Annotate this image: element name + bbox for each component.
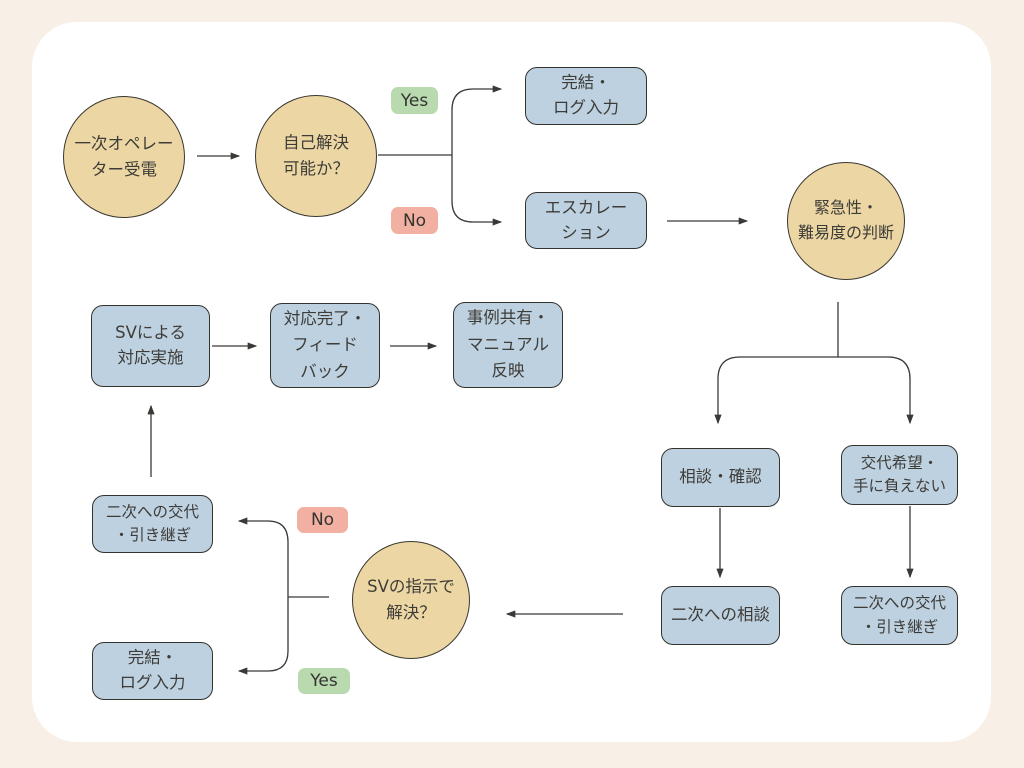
node-self-solve-label: 自己解決 可能か？	[283, 133, 349, 178]
node-secondary-handover-right-label: 二次への交代 ・引き継ぎ	[852, 594, 946, 636]
edge-selfsolve-yes	[451, 85, 503, 155]
node-complete-log-bottom: 完結・ ログ入力	[92, 642, 213, 700]
node-secondary-consult: 二次への相談	[661, 586, 780, 645]
node-sv-action-label: SVによる 対応実施	[115, 323, 186, 367]
yes-badge-left-label: Yes	[310, 671, 338, 691]
edge-judgment-to-handoverwish	[838, 356, 914, 425]
node-feedback: 対応完了・ フィード バック	[270, 303, 380, 388]
node-judgment-label: 緊急性・ 難易度の判断	[797, 198, 894, 242]
node-escalation-label: エスカレー ション	[544, 197, 628, 242]
no-badge-left-label: No	[310, 510, 335, 530]
edge-judgment-to-consult	[714, 356, 838, 425]
no-badge-left: No	[297, 507, 348, 533]
yes-badge-top-label: Yes	[400, 90, 429, 111]
node-sv-resolved-label: SVの指示で 解決？	[367, 577, 455, 622]
no-badge-top: No	[391, 207, 438, 234]
node-sv-resolved: SVの指示で 解決？	[352, 541, 470, 659]
node-secondary-handover-left: 二次への交代 ・引き継ぎ	[92, 495, 213, 553]
edge-selfsolve-no	[451, 155, 503, 226]
edge-svresolved-yes	[237, 597, 289, 675]
yes-badge-top: Yes	[391, 87, 438, 114]
yes-badge-left: Yes	[298, 668, 350, 694]
node-reception: 一次オペレー ター受電	[63, 96, 185, 218]
node-reception-label: 一次オペレー ター受電	[74, 134, 174, 179]
node-consult-confirm: 相談・確認	[661, 448, 780, 507]
node-consult-confirm-label: 相談・確認	[679, 467, 762, 487]
node-complete-log-bottom-label: 完結・ ログ入力	[119, 648, 186, 692]
node-case-share: 事例共有・ マニュアル 反映	[453, 302, 563, 388]
node-secondary-consult-label: 二次への相談	[671, 605, 770, 625]
node-judgment: 緊急性・ 難易度の判断	[787, 162, 905, 280]
node-feedback-label: 対応完了・ フィード バック	[283, 308, 367, 381]
node-escalation: エスカレー ション	[525, 192, 647, 249]
node-secondary-handover-right: 二次への交代 ・引き継ぎ	[841, 586, 958, 645]
node-handover-wish-label: 交代希望・ 手に負えない	[852, 453, 946, 495]
node-sv-action: SVによる 対応実施	[91, 305, 210, 387]
node-secondary-handover-left-label: 二次への交代 ・引き継ぎ	[105, 502, 199, 544]
edge-svresolved-no	[237, 517, 289, 597]
no-badge-top-label: No	[402, 210, 427, 231]
node-case-share-label: 事例共有・ マニュアル 反映	[466, 308, 550, 381]
node-handover-wish: 交代希望・ 手に負えない	[841, 445, 958, 505]
node-complete-log-top-label: 完結・ ログ入力	[553, 73, 619, 117]
node-self-solve: 自己解決 可能か？	[255, 95, 377, 217]
node-complete-log-top: 完結・ ログ入力	[525, 67, 647, 125]
